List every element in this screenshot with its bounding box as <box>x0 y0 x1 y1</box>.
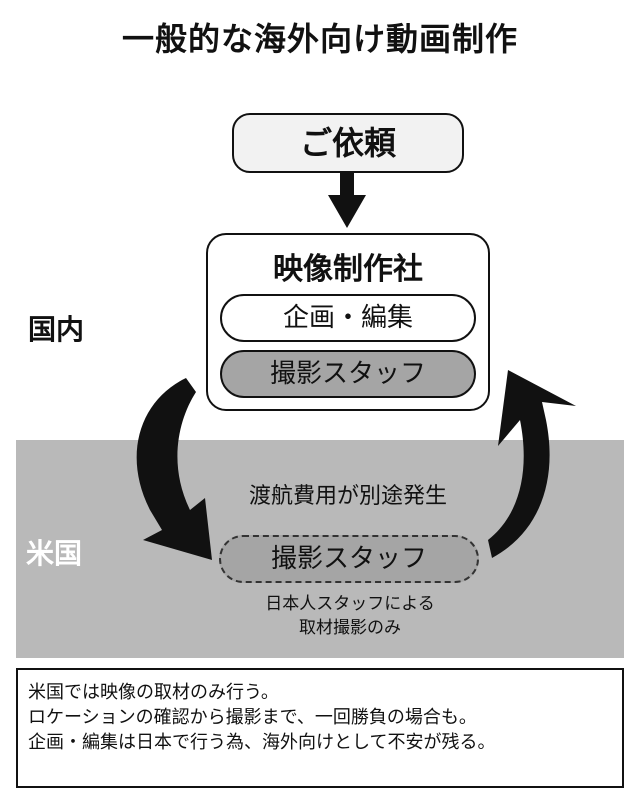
travel-cost-note: 渡航費用が別途発生 <box>248 484 447 509</box>
us-region-label: 米国 <box>26 537 83 570</box>
diagram-title: 一般的な海外向け動画制作 <box>121 20 518 58</box>
us-filming-staff-pill: 撮影スタッフ <box>219 535 479 583</box>
japanese-staff-note: 日本人スタッフによる 取材撮影のみ <box>190 592 510 640</box>
curved-arrow-to-company <box>488 370 576 558</box>
japanese-staff-note-line1: 日本人スタッフによる <box>265 594 435 614</box>
footer-line-3: 企画・編集は日本で行う為、海外向けとして不安が残る。 <box>28 732 496 753</box>
japanese-staff-note-line2: 取材撮影のみ <box>299 618 401 638</box>
footer-line-2: ロケーションの確認から撮影まで、一回勝負の場合も。 <box>28 707 477 728</box>
request-node: ご依頼 <box>232 113 464 173</box>
footer-line-1: 米国では映像の取材のみ行う。 <box>28 682 279 703</box>
footer-note-box: 米国では映像の取材のみ行う。 ロケーションの確認から撮影まで、一回勝負の場合も。… <box>16 668 624 788</box>
planning-editing-pill: 企画・編集 <box>220 294 476 342</box>
domestic-region-label: 国内 <box>28 313 85 346</box>
production-company-label: 映像制作社 <box>273 252 423 287</box>
curved-arrow-to-us <box>136 378 212 560</box>
filming-staff-pill: 撮影スタッフ <box>220 350 476 398</box>
down-arrow <box>328 173 366 228</box>
